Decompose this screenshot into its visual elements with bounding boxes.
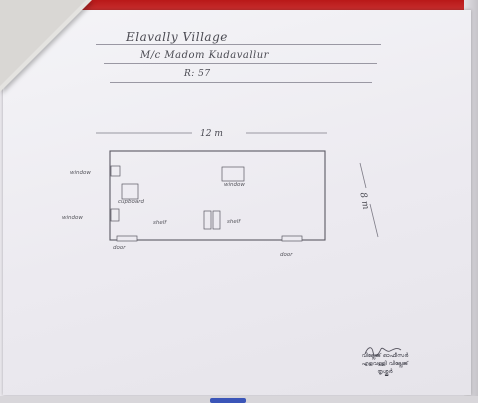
cupboard-box — [121, 183, 139, 200]
official-seal: വില്ലേജ് ഓഫീസർ എളവള്ളി വില്ലേജ് തൃശ്ശൂർ — [325, 352, 445, 376]
side-dimension-label: 8 m — [357, 192, 370, 211]
label-cupboard: cupboard — [118, 199, 144, 205]
seal-line-3: തൃശ്ശൂർ — [377, 369, 393, 375]
door-right — [281, 235, 303, 242]
header-village: Elavally Village — [126, 30, 228, 44]
shelf-unit-left — [203, 210, 212, 230]
seal-line-1: വില്ലേജ് ഓഫീസർ — [361, 353, 409, 359]
window-top-right — [221, 166, 245, 182]
label-shelf-left: shelf — [153, 220, 167, 226]
header-owner: M/c Madom Kudavallur — [140, 50, 269, 61]
window-left — [110, 208, 120, 222]
seal-line-2: എളവള്ളി വില്ലേജ് — [361, 361, 409, 367]
header-rule-1 — [96, 44, 381, 45]
header-rule-2 — [104, 63, 377, 64]
side-dimension-line-bottom — [369, 203, 379, 238]
door-left — [116, 235, 138, 242]
label-window-top-right: window — [224, 182, 245, 188]
label-window-top-left: window — [70, 170, 91, 176]
top-dimension-label: 12 m — [200, 129, 223, 139]
shelf-unit-right — [212, 210, 221, 230]
header-survey: R: 57 — [184, 69, 211, 79]
label-shelf-right: shelf — [227, 219, 241, 225]
side-dimension-line-top — [359, 162, 367, 189]
label-door-left: door — [113, 245, 126, 251]
window-top-left — [110, 165, 121, 177]
blue-tape-mark — [210, 398, 246, 403]
page-curl-fold — [0, 0, 86, 86]
room-outline — [109, 150, 326, 241]
label-door-right: door — [280, 252, 293, 258]
signature-scribble — [364, 347, 402, 356]
header-rule-3 — [110, 82, 372, 83]
label-window-left: window — [62, 215, 83, 221]
